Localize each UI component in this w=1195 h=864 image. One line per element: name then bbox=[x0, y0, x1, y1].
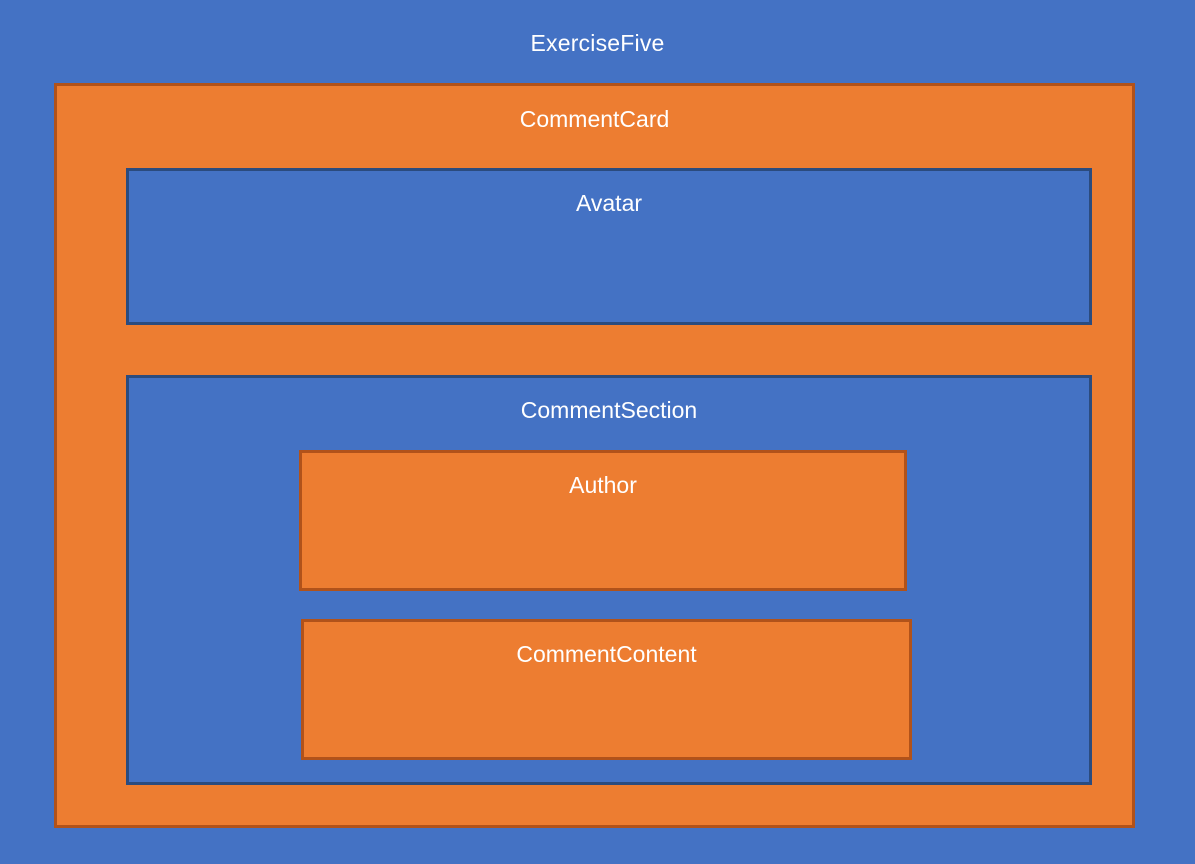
commentsection-label: CommentSection bbox=[520, 397, 698, 423]
component-box-commentsection[interactable]: CommentSection Author CommentContent bbox=[126, 375, 1092, 785]
component-box-author[interactable]: Author bbox=[299, 450, 907, 591]
avatar-label: Avatar bbox=[575, 190, 643, 216]
root-component-label: ExerciseFive bbox=[530, 30, 665, 56]
component-box-commentcard[interactable]: CommentCard Avatar CommentSection Author… bbox=[54, 83, 1135, 828]
component-box-commentcontent[interactable]: CommentContent bbox=[301, 619, 912, 760]
author-label: Author bbox=[569, 472, 637, 498]
component-box-avatar[interactable]: Avatar bbox=[126, 168, 1092, 325]
commentcontent-label: CommentContent bbox=[516, 641, 697, 667]
commentcard-label: CommentCard bbox=[519, 106, 670, 132]
